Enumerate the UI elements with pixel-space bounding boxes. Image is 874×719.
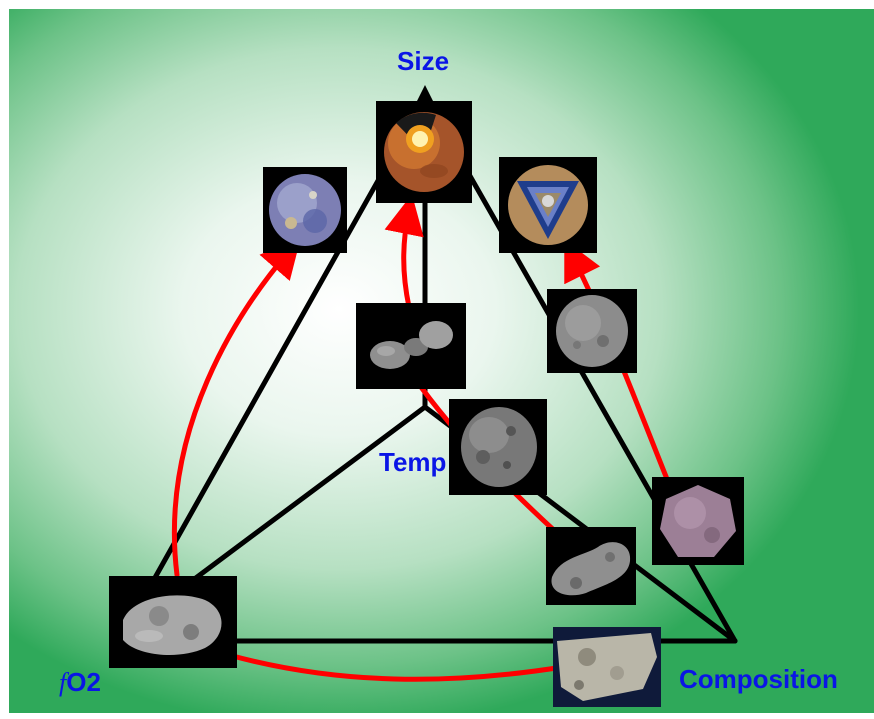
moon-cutaway-image — [499, 157, 597, 253]
size-label: Size — [397, 46, 449, 77]
bennu-image — [652, 477, 744, 565]
fo2-label: fO2 — [59, 667, 101, 698]
mercury-image — [263, 167, 347, 253]
edge-temp-fo2 — [181, 407, 425, 589]
vesta-image — [449, 399, 547, 495]
mars-cutaway-image — [376, 101, 472, 203]
ceres-image — [547, 289, 637, 373]
gaspra-asteroid-image — [109, 576, 237, 668]
meteorite-slab-image — [553, 627, 661, 707]
fo2-rest: O2 — [66, 667, 101, 697]
eros-asteroid-image — [546, 527, 636, 605]
red-path-bottom — [229, 655, 563, 679]
peanut-asteroid-image — [356, 303, 466, 389]
red-path-to-mars — [404, 209, 409, 307]
red-path-to-mercury — [174, 249, 291, 575]
diagram-slide: Size Temp fO2 Composition — [9, 9, 874, 713]
composition-label: Composition — [679, 664, 838, 695]
temp-label: Temp — [379, 447, 446, 478]
